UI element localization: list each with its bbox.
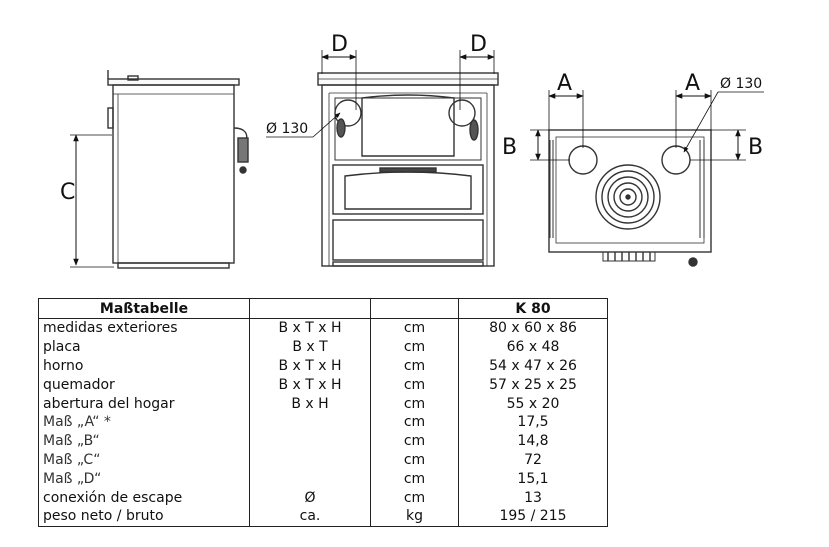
table-cell: medidas exteriores	[38, 318, 250, 338]
side-view-drawing	[107, 70, 249, 269]
table-cell: cm	[370, 337, 459, 357]
table-cell: cm	[370, 375, 459, 395]
table-cell: placa	[38, 337, 250, 357]
table-cell	[249, 431, 371, 451]
table-cell: peso neto / bruto	[38, 506, 250, 527]
table-cell: quemador	[38, 375, 250, 395]
table-cell: cm	[370, 469, 459, 489]
technical-drawings: C D D	[60, 32, 764, 269]
table-cell: cm	[370, 394, 459, 413]
table-row: Maß „B“ cm 14,8	[38, 431, 608, 451]
table-row: conexión de escape Ø cm 13	[38, 488, 608, 507]
table-cell: 72	[458, 450, 608, 470]
table-row: medidas exteriores B x T x H cm 80 x 60 …	[38, 318, 608, 338]
table-cell: 195 / 215	[458, 506, 608, 527]
flue-callout-front: Ø 130	[266, 112, 341, 138]
table-cell	[249, 450, 371, 470]
table-cell: conexión de escape	[38, 488, 250, 507]
flue-label-top: Ø 130	[720, 76, 762, 92]
table-header-cell	[370, 298, 459, 319]
table-cell	[249, 412, 371, 432]
table-cell: kg	[370, 506, 459, 527]
table-row: placa B x T cm 66 x 48	[38, 337, 608, 357]
dim-c-label: C	[60, 180, 75, 205]
dim-a-right: A	[675, 71, 712, 148]
table-cell: B x T x H	[249, 375, 371, 395]
table-cell: B x T x H	[249, 318, 371, 338]
front-view-drawing	[317, 72, 499, 267]
spec-table: Maßtabelle K 80 medidas exteriores B x T…	[38, 298, 608, 527]
table-header-cell: K 80	[458, 298, 608, 319]
dim-b-left-label: B	[502, 135, 517, 160]
table-header-cell: Maßtabelle	[38, 298, 250, 319]
table-row: abertura del hogar B x H cm 55 x 20	[38, 394, 608, 413]
table-cell: 13	[458, 488, 608, 507]
table-cell	[249, 469, 371, 489]
flue-callout-top: Ø 130	[683, 76, 764, 153]
table-cell: Maß „C“	[38, 450, 250, 470]
table-cell: cm	[370, 412, 459, 432]
table-row: quemador B x T x H cm 57 x 25 x 25	[38, 375, 608, 395]
table-cell: 57 x 25 x 25	[458, 375, 608, 395]
dim-b-right: B	[690, 129, 763, 161]
table-row: horno B x T x H cm 54 x 47 x 26	[38, 356, 608, 376]
dim-b-left: B	[502, 129, 570, 161]
table-cell: ca.	[249, 506, 371, 527]
table-cell: abertura del hogar	[38, 394, 250, 413]
table-cell: Maß „A“ *	[38, 412, 250, 432]
dim-a-left-label: A	[557, 71, 572, 96]
table-cell: Maß „D“	[38, 469, 250, 489]
table-cell: cm	[370, 450, 459, 470]
table-cell: Ø	[249, 488, 371, 507]
table-cell: 15,1	[458, 469, 608, 489]
table-cell: 14,8	[458, 431, 608, 451]
table-row: peso neto / bruto ca. kg 195 / 215	[38, 506, 608, 527]
table-cell: B x H	[249, 394, 371, 413]
table-row: Maß „D“ cm 15,1	[38, 469, 608, 489]
table-cell: B x T	[249, 337, 371, 357]
dim-a-right-label: A	[685, 71, 700, 96]
table-cell: 55 x 20	[458, 394, 608, 413]
dim-d-right: D	[459, 32, 495, 110]
table-row: Maß „C“ cm 72	[38, 450, 608, 470]
table-cell: cm	[370, 431, 459, 451]
top-view-drawing	[548, 129, 712, 267]
table-cell: cm	[370, 318, 459, 338]
flue-label-front: Ø 130	[266, 121, 308, 137]
table-header-cell	[249, 298, 371, 319]
dim-b-right-label: B	[748, 135, 763, 160]
dim-d-left-label: D	[331, 32, 348, 57]
table-cell: 17,5	[458, 412, 608, 432]
table-cell: 66 x 48	[458, 337, 608, 357]
table-header-row: Maßtabelle K 80	[38, 298, 608, 319]
table-cell: horno	[38, 356, 250, 376]
dim-d-left: D	[321, 32, 357, 110]
dim-a-left: A	[548, 71, 584, 148]
dim-c: C	[60, 134, 114, 268]
dim-d-right-label: D	[470, 32, 487, 57]
table-cell: 54 x 47 x 26	[458, 356, 608, 376]
table-cell: cm	[370, 356, 459, 376]
table-row: Maß „A“ * cm 17,5	[38, 412, 608, 432]
table-cell: cm	[370, 488, 459, 507]
table-cell: Maß „B“	[38, 431, 250, 451]
table-cell: 80 x 60 x 86	[458, 318, 608, 338]
table-cell: B x T x H	[249, 356, 371, 376]
